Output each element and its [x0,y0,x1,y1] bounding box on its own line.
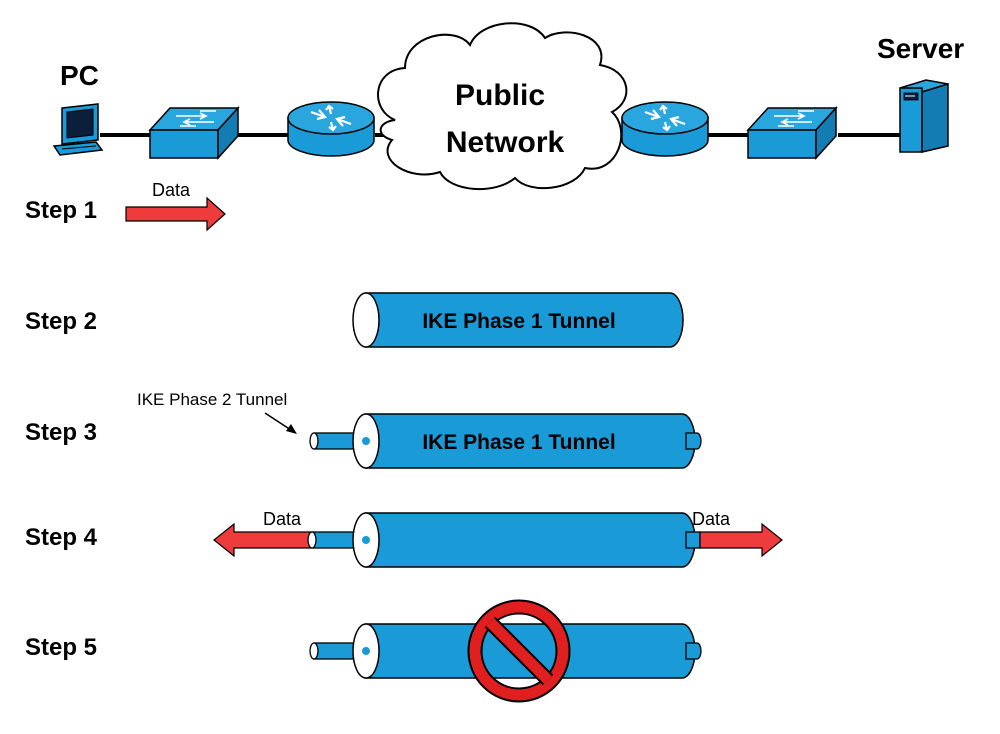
ike-phase1-tunnel [352,512,696,568]
ike-phase1-tunnel: IKE Phase 1 Tunnel [352,413,696,469]
step-label: Step 1 [25,197,97,224]
prohibited-icon [467,599,571,703]
cloud-icon: Public Network [377,22,628,190]
step-5: Step 5 [25,599,702,703]
step-label: Step 4 [25,524,98,551]
data-arrow-right [699,522,783,558]
step-label: Step 5 [25,634,97,661]
switch-icon [746,106,838,160]
ike-phase2-tunnel-right [685,642,702,660]
switch-icon [148,106,240,160]
ike-phase2-tunnel-right [685,432,702,450]
cloud-label-line2: Network [446,126,565,159]
server-label: Server [877,33,964,64]
step-4: Step 4 Data Data [25,509,783,568]
pc-label: PC [60,60,99,91]
step-label: Step 3 [25,419,97,446]
data-arrow-right [125,196,226,232]
ike-phase2-tunnel-right [685,531,701,549]
step-label: Step 2 [25,308,97,335]
router-icon [287,101,375,157]
data-label-right: Data [692,509,731,529]
router-icon [621,101,709,157]
data-label: Data [152,180,191,200]
step-2: Step 2 IKE Phase 1 Tunnel [25,292,684,348]
pc-icon [52,103,104,156]
callout-arrow [264,412,297,434]
step-1: Step 1 Data [25,180,226,232]
data-label-left: Data [263,509,302,529]
tunnel-label: IKE Phase 1 Tunnel [422,310,615,333]
ike-phase1-tunnel: IKE Phase 1 Tunnel [352,292,684,348]
data-arrow-left [213,522,313,558]
cloud-label-line1: Public [455,79,545,112]
step-3: Step 3 IKE Phase 2 Tunnel IKE Phase 1 Tu… [25,390,702,469]
ike-phase1-tunnel [352,623,696,679]
server-icon [899,79,949,153]
phase2-callout-label: IKE Phase 2 Tunnel [137,390,287,409]
network-topology: PC Public Network [52,22,964,190]
tunnel-label: IKE Phase 1 Tunnel [422,431,615,454]
